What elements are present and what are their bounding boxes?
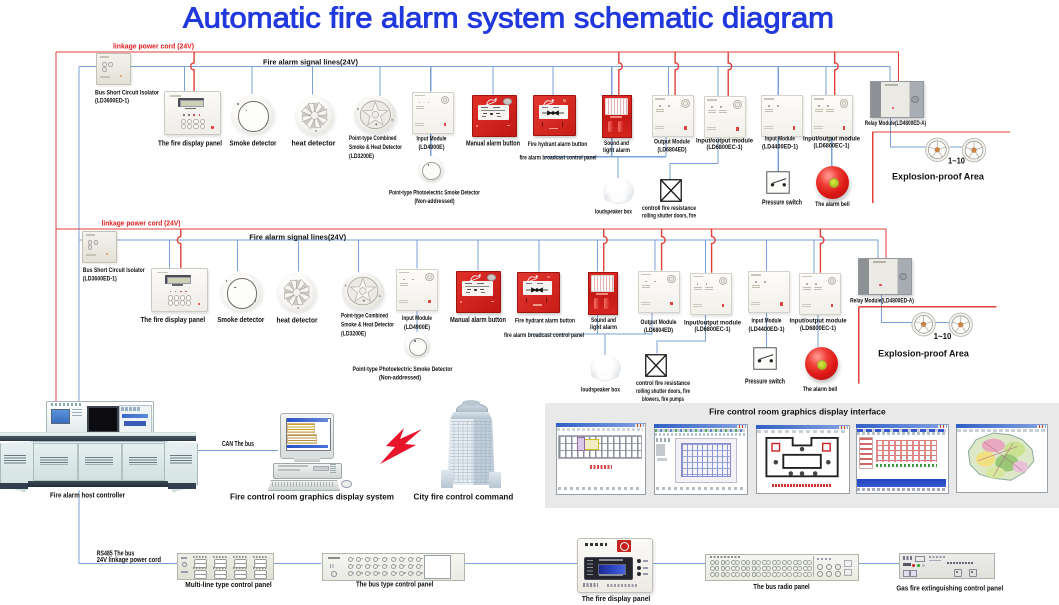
- svg-text:The alarm bell: The alarm bell: [815, 201, 850, 208]
- svg-text:controll fire resistance: controll fire resistance: [642, 205, 696, 212]
- svg-text:Manual alarm button: Manual alarm button: [466, 139, 520, 148]
- svg-text:(LD4400ED-1): (LD4400ED-1): [749, 326, 785, 333]
- svg-text:heat detector: heat detector: [277, 315, 318, 324]
- svg-text:Input Module: Input Module: [417, 135, 447, 142]
- svg-text:The bus type control panel: The bus type control panel: [356, 581, 434, 588]
- svg-text:Fire alarm signal lines(24V): Fire alarm signal lines(24V): [249, 232, 346, 241]
- svg-text:(LD4400ED-1): (LD4400ED-1): [762, 144, 798, 151]
- svg-text:The fire display panel: The fire display panel: [140, 315, 205, 324]
- svg-text:Fire control room graphics dis: Fire control room graphics display inter…: [709, 406, 886, 416]
- svg-text:heat detector: heat detector: [292, 138, 336, 147]
- svg-text:light alarm: light alarm: [590, 324, 617, 331]
- svg-text:Input Module: Input Module: [402, 315, 432, 322]
- svg-text:The alarm bell: The alarm bell: [803, 386, 838, 393]
- svg-text:Relay Module(LD4800ED-A): Relay Module(LD4800ED-A): [850, 297, 914, 304]
- svg-text:(Non-addressed): (Non-addressed): [379, 374, 421, 381]
- svg-text:linkage power cord (24V): linkage power cord (24V): [113, 42, 194, 51]
- svg-text:Bus Short Circuit Isolator: Bus Short Circuit Isolator: [83, 267, 145, 274]
- svg-text:Gas fire extinguishing control: Gas fire extinguishing control panel: [896, 586, 1003, 593]
- svg-text:Fire hydrant alarm button: Fire hydrant alarm button: [528, 141, 588, 148]
- svg-text:(LD3200E): (LD3200E): [349, 153, 374, 160]
- svg-text:Input/output module: Input/output module: [696, 138, 753, 145]
- svg-text:City fire control command: City fire control command: [414, 492, 514, 502]
- svg-text:Point-type Photoelectric Smoke: Point-type Photoelectric Smoke Detector: [353, 366, 453, 373]
- svg-text:rolling shutter doors, fire: rolling shutter doors, fire: [636, 388, 690, 395]
- svg-text:Smoke detector: Smoke detector: [217, 315, 264, 324]
- svg-text:The fire display panel: The fire display panel: [158, 138, 222, 147]
- svg-text:The bus radio panel: The bus radio panel: [753, 584, 809, 591]
- svg-text:Fire alarm host controller: Fire alarm host controller: [50, 491, 125, 500]
- svg-text:Input/output module: Input/output module: [803, 136, 860, 143]
- svg-text:Point-type Photoelectric Smoke: Point-type Photoelectric Smoke Detector: [389, 189, 480, 196]
- svg-text:Input Module: Input Module: [752, 318, 782, 325]
- svg-text:The fire display panel: The fire display panel: [582, 596, 651, 603]
- svg-text:(LD4900E): (LD4900E): [419, 144, 445, 151]
- svg-text:linkage power cord (24V): linkage power cord (24V): [102, 218, 181, 227]
- svg-text:Input/output module: Input/output module: [684, 320, 741, 327]
- svg-text:Multi-line type control panel: Multi-line type control panel: [185, 582, 271, 589]
- svg-text:(LD3200E): (LD3200E): [341, 331, 366, 338]
- svg-text:Output Module: Output Module: [654, 139, 690, 146]
- svg-text:(LD6800EC-1): (LD6800EC-1): [707, 144, 743, 151]
- svg-text:Input/output module: Input/output module: [790, 318, 847, 325]
- svg-text:(LD6804ED): (LD6804ED): [644, 327, 673, 334]
- svg-text:Pressure switch: Pressure switch: [762, 200, 802, 207]
- svg-text:Sound and: Sound and: [604, 140, 629, 147]
- svg-text:loudspeaker box: loudspeaker box: [595, 209, 632, 216]
- svg-text:(LD3600ED-1): (LD3600ED-1): [95, 98, 129, 105]
- svg-text:Smoke & Heat Detector: Smoke & Heat Detector: [349, 144, 402, 151]
- svg-text:rolling shutter doors, fire: rolling shutter doors, fire: [642, 213, 696, 220]
- svg-text:(LD6800EC-1): (LD6800EC-1): [814, 142, 850, 149]
- svg-text:Fire hydrant alarm button: Fire hydrant alarm button: [515, 317, 575, 324]
- svg-text:Relay Module(LD4800ED-A): Relay Module(LD4800ED-A): [865, 120, 927, 127]
- svg-text:Smoke detector: Smoke detector: [230, 138, 277, 147]
- svg-text:control fire resistance: control fire resistance: [636, 380, 690, 387]
- svg-text:(LD4900E): (LD4900E): [404, 324, 430, 331]
- svg-text:Explosion-proof Area: Explosion-proof Area: [892, 172, 985, 183]
- svg-text:Automatic fire alarm system sc: Automatic fire alarm system schematic di…: [183, 3, 834, 35]
- svg-text:loudspeaker box: loudspeaker box: [581, 387, 620, 394]
- svg-text:Manual alarm button: Manual alarm button: [450, 315, 506, 324]
- svg-text:Fire control room graphics dis: Fire control room graphics display syste…: [230, 492, 394, 502]
- svg-text:CAN The bus: CAN The bus: [222, 441, 254, 448]
- svg-text:fire alarm broadcast control p: fire alarm broadcast control panel: [504, 332, 584, 339]
- svg-text:Point-type Combined: Point-type Combined: [341, 313, 388, 320]
- svg-text:Explosion-proof Area: Explosion-proof Area: [878, 349, 969, 360]
- svg-text:RS485 The bus: RS485 The bus: [97, 551, 135, 558]
- svg-text:Pressure switch: Pressure switch: [745, 379, 785, 386]
- svg-text:(LD6804ED): (LD6804ED): [658, 147, 687, 154]
- svg-text:Input Module: Input Module: [765, 136, 795, 143]
- svg-text:(LD3600ED-1): (LD3600ED-1): [83, 275, 117, 282]
- svg-text:24V linkage power cord: 24V linkage power cord: [97, 557, 161, 564]
- svg-text:Point-type Combined: Point-type Combined: [349, 135, 397, 142]
- svg-text:(LD6800EC-1): (LD6800EC-1): [800, 325, 836, 332]
- svg-text:1~10: 1~10: [934, 332, 952, 341]
- svg-text:Output Module: Output Module: [641, 319, 677, 326]
- svg-text:(Non-addressed): (Non-addressed): [415, 198, 455, 205]
- svg-text:fire alarm broadcast control p: fire alarm broadcast control panel: [520, 155, 597, 162]
- svg-text:light alarm: light alarm: [603, 147, 630, 154]
- svg-text:Smoke & Heat Detector: Smoke & Heat Detector: [341, 322, 394, 329]
- svg-text:(LD6800EC-1): (LD6800EC-1): [695, 326, 731, 333]
- svg-text:blowers, fire pumps: blowers, fire pumps: [642, 396, 684, 403]
- svg-text:Sound and: Sound and: [591, 317, 616, 324]
- svg-text:1~10: 1~10: [948, 156, 965, 165]
- svg-text:Bus Short Circuit Isolator: Bus Short Circuit Isolator: [95, 89, 159, 96]
- svg-text:Fire alarm signal lines(24V): Fire alarm signal lines(24V): [263, 57, 358, 66]
